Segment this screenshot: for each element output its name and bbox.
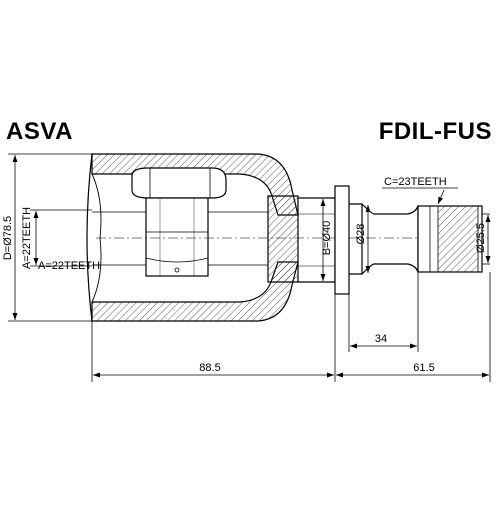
tripod-roller [131, 167, 227, 277]
housing-web [267, 195, 299, 283]
body-length-label: 88.5 [199, 362, 220, 374]
outer-diameter-label: D=Ø78.5 [2, 216, 14, 260]
housing-neck-diameter-label: B=Ø40 [321, 221, 333, 256]
shaft-length-label: 61.5 [413, 362, 434, 374]
brand-logo-text: ASVA [6, 118, 73, 145]
outer-spline-label: C=23TEETH [384, 176, 447, 188]
inner-spline-label: A=22TEETH [21, 207, 33, 269]
shaft [334, 185, 490, 295]
shaft-diameter-label: Ø28 [355, 224, 367, 245]
stub-diameter-label: Ø25.5 [475, 223, 487, 253]
stub-length-label: 34 [375, 333, 387, 345]
dimension-lines [8, 153, 491, 382]
inner-spline-label-horizontal: A=22TEETH [38, 260, 100, 272]
flange [334, 185, 350, 295]
part-number: FDIL-FUS [378, 118, 492, 145]
